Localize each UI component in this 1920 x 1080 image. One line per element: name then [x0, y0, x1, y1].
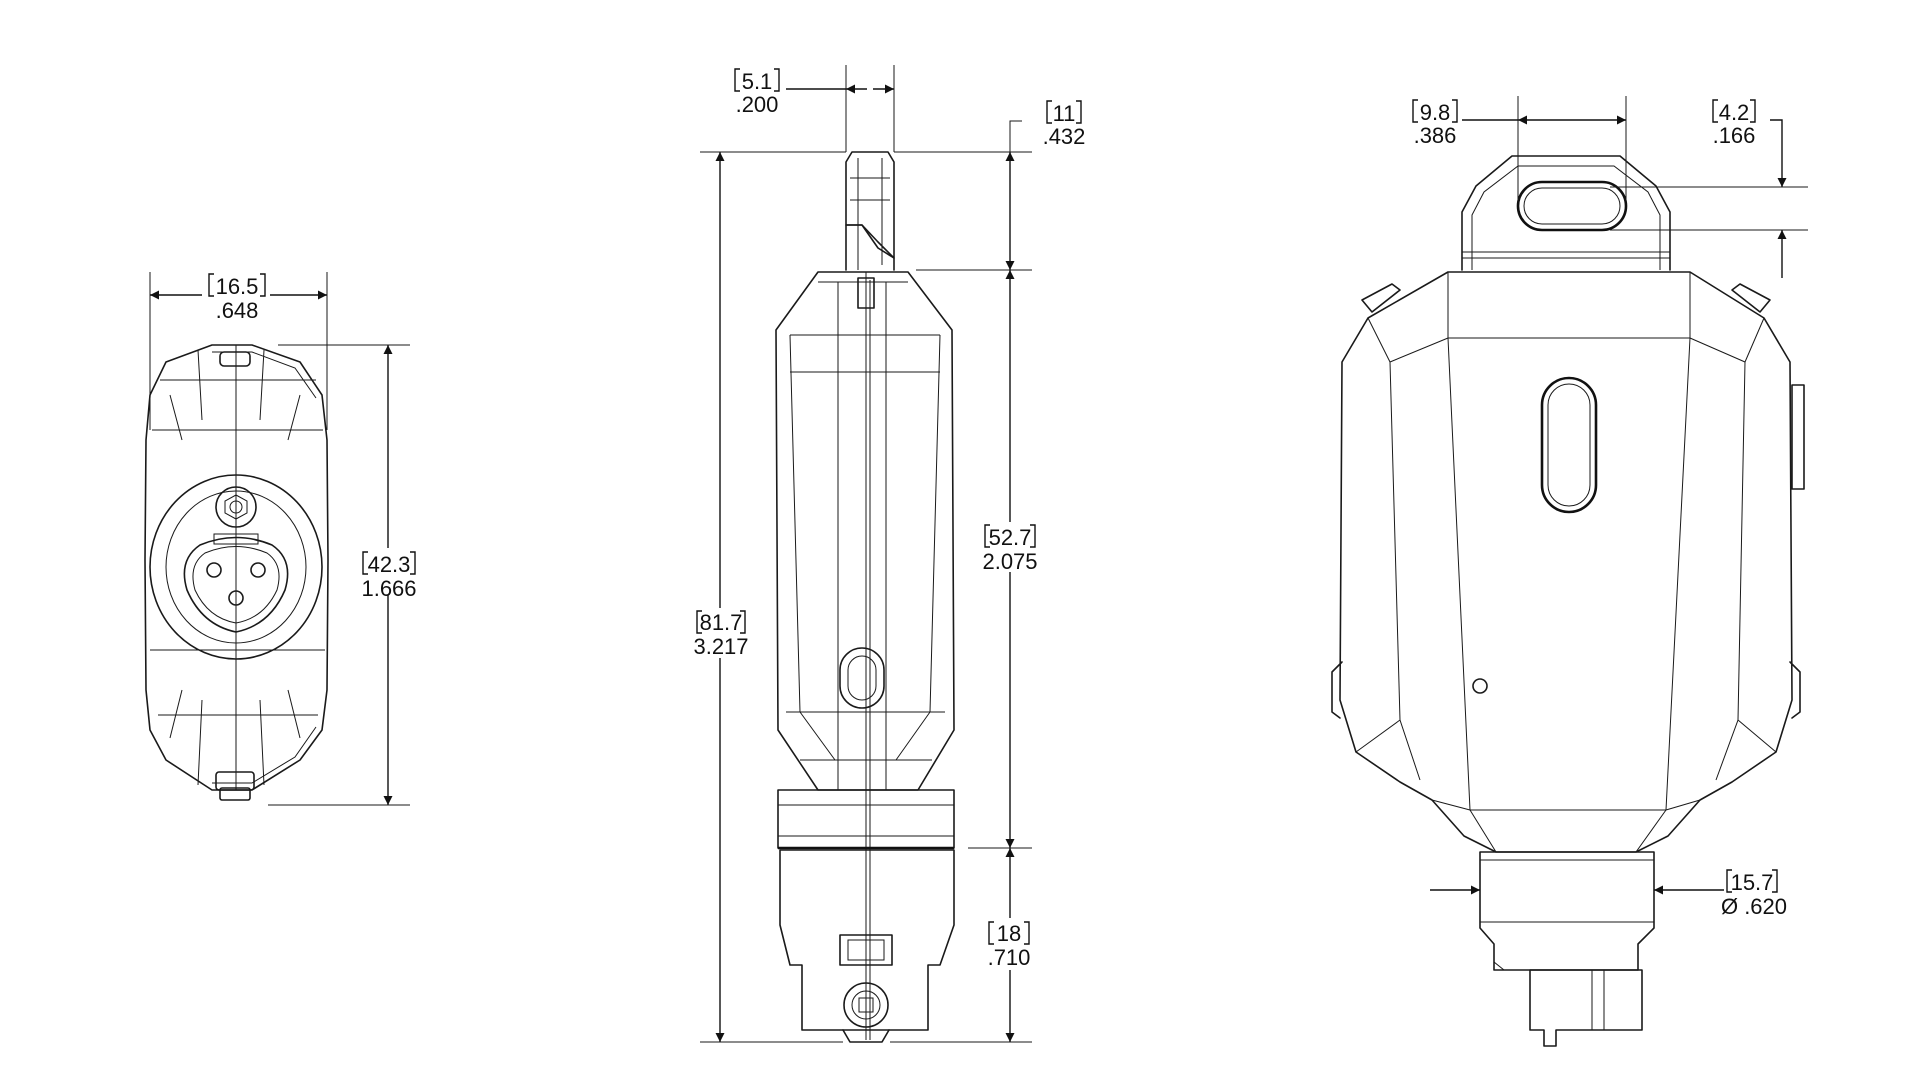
side-body-height-imperial: 2.075	[982, 549, 1037, 574]
rear-slot-width-imperial: .386	[1414, 123, 1457, 148]
socket-ring	[149, 474, 323, 660]
rear-slot-height-metric: 4.2	[1719, 100, 1750, 125]
pin-connector	[183, 536, 289, 633]
side-view: 5.1 .200 81.7 3.217 11 .432 52.7 2.075 1…	[693, 65, 1086, 1043]
rear-connector	[1529, 969, 1643, 1047]
rear-neck-dia-metric: 15.7	[1731, 870, 1774, 895]
rear-handle	[1461, 155, 1671, 271]
front-height-metric: 42.3	[368, 552, 411, 577]
side-cap-height-imperial: .432	[1043, 124, 1086, 149]
rear-view: 9.8 .386 4.2 .166 15.7 Ø .620	[1331, 96, 1808, 1047]
rear-slot	[1516, 180, 1628, 232]
side-total-height-imperial: 3.217	[693, 634, 748, 659]
side-top-width-metric: 5.1	[742, 69, 773, 94]
rear-neck-dia-imperial: Ø .620	[1721, 894, 1787, 919]
side-top-cap	[845, 151, 895, 271]
side-top-width-imperial: .200	[736, 92, 779, 117]
side-body-height-metric: 52.7	[989, 525, 1032, 550]
rear-body	[1339, 271, 1793, 853]
side-base-screw-icon	[843, 982, 889, 1028]
rear-neck	[1479, 851, 1655, 971]
side-oval-window	[839, 647, 885, 709]
front-width-metric: 16.5	[216, 274, 259, 299]
rear-slot-width-metric: 9.8	[1420, 100, 1451, 125]
side-total-height-metric: 81.7	[700, 610, 743, 635]
hex-screw-icon	[215, 486, 257, 528]
front-view: 16.5 .648 42.3 1.666	[144, 272, 417, 806]
front-height-imperial: 1.666	[361, 576, 416, 601]
rear-small-hole-icon	[1472, 678, 1488, 694]
front-width-imperial: .648	[216, 298, 259, 323]
rear-oval-window	[1540, 376, 1598, 514]
side-base-height-imperial: .710	[988, 945, 1031, 970]
rear-slot-height-imperial: .166	[1713, 123, 1756, 148]
side-base-height-metric: 18	[997, 921, 1021, 946]
side-base	[779, 849, 955, 1031]
side-cap-height-metric: 11	[1053, 101, 1076, 126]
